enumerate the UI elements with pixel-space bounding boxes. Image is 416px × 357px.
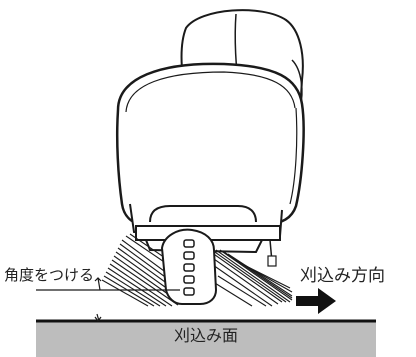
angle-label: 角度をつける — [4, 266, 95, 284]
angle-indicator — [36, 277, 180, 322]
angle-adjust-plate — [160, 228, 218, 305]
cutting-surface-label: 刈込み面 — [173, 326, 238, 345]
trimmer-body — [115, 62, 305, 228]
cutting-direction-label: 刈込み方向 — [300, 266, 385, 286]
cutting-surface — [36, 322, 376, 357]
direction-arrow — [296, 288, 336, 314]
